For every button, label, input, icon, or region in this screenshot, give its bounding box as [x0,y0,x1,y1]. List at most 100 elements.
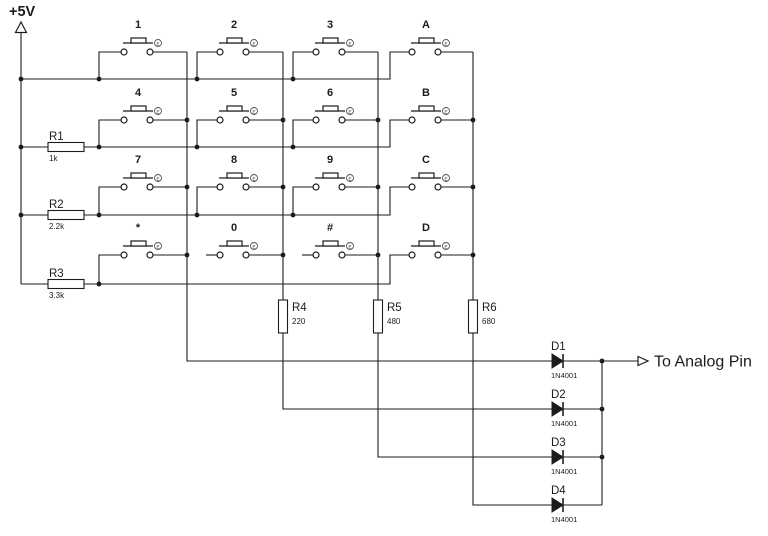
pushbutton-B: EB [390,87,473,124]
junction-dot [280,117,286,123]
button-cap [322,240,339,247]
button-mode-glyph: E [252,41,255,46]
junction-dot [375,184,381,190]
button-cap [418,105,435,112]
resistor-ref: R6 [482,302,497,314]
button-contact-left [312,116,320,124]
button-mode-icon [442,242,450,250]
button-cap [130,105,147,112]
button-mode-icon [346,174,354,182]
power-label: +5V [9,4,36,20]
button-contact-left [120,183,128,191]
junction-dot [290,212,296,218]
button-mode-glyph: E [252,176,255,181]
diode-ref: D1 [551,341,566,353]
button-contact-left [312,48,320,56]
resistor-ref: R2 [49,199,64,211]
resistor-body-R2 [47,209,85,221]
button-left-lead [98,119,121,147]
button-label: 6 [327,87,333,99]
button-cap [130,172,147,179]
button-contact-left [120,48,128,56]
button-label: 9 [327,154,333,166]
button-contact-left [408,116,416,124]
button-contact-right [338,251,346,259]
button-mode-glyph: E [348,109,351,114]
diode-value: 1N4001 [551,371,577,380]
button-label: 3 [327,19,333,31]
button-mode-icon [154,107,162,115]
button-mode-glyph: E [444,109,447,114]
button-mode-glyph: E [156,176,159,181]
button-contact-right [434,183,442,191]
button-left-lead [196,186,217,215]
button-contact-right [338,183,346,191]
junction-dot [194,144,200,150]
junction-dot [184,117,190,123]
pushbutton-0: E0 [206,222,283,259]
button-label: 1 [135,19,141,31]
resistor-value: 680 [482,317,496,326]
button-label: 0 [231,222,237,234]
pushbutton-A: EA [390,19,473,56]
row-net-wire-1 [21,51,409,80]
button-mode-glyph: E [444,176,447,181]
pushbutton-7: E7 [98,154,187,215]
pushbutton-3: E3 [292,19,378,79]
button-cap [418,240,435,247]
column-net-wire-1 [186,52,552,362]
button-mode-icon [154,174,162,182]
junction-dot [18,212,24,218]
diode-value: 1N4001 [551,515,577,524]
button-mode-glyph: E [252,244,255,249]
button-left-lead [98,186,121,215]
button-contact-right [146,48,154,56]
button-label: * [136,222,141,234]
button-mode-icon [346,107,354,115]
button-label: D [422,222,430,234]
pushbutton-4: E4 [98,87,187,147]
button-contact-right [146,116,154,124]
junction-dot [290,76,296,82]
button-left-lead [196,51,217,79]
button-contact-left [408,251,416,259]
button-label: 7 [135,154,141,166]
diode-symbol-D4 [551,497,564,513]
junction-dot [470,184,476,190]
button-mode-icon [442,107,450,115]
button-mode-glyph: E [156,244,159,249]
diode-symbol-D2 [551,401,564,417]
diode-value: 1N4001 [551,419,577,428]
button-left-lead [292,51,313,79]
pushbutton-9: E9 [292,154,378,215]
button-contact-right [242,251,250,259]
button-cap [322,172,339,179]
button-contact-right [434,251,442,259]
button-mode-icon [154,39,162,47]
column-net-wire-2 [282,52,552,410]
button-mode-icon [442,174,450,182]
pushbutton-6: E6 [292,87,378,147]
resistor-body-R6 [467,299,479,334]
resistor-body-R4 [277,299,289,334]
output-label: To Analog Pin [654,354,752,371]
junction-dot [599,406,605,412]
output-arrow-icon [637,355,650,367]
junction-dot [280,252,286,258]
button-mode-icon [250,242,258,250]
column-net-wire-4 [472,52,552,506]
button-mode-glyph: E [252,109,255,114]
button-mode-glyph: E [444,244,447,249]
button-mode-icon [442,39,450,47]
resistor-value: 1k [49,154,58,163]
button-cap [322,105,339,112]
button-left-lead [292,119,313,147]
junction-dot [375,252,381,258]
button-contact-right [434,48,442,56]
button-contact-left [408,48,416,56]
button-label: B [422,87,430,99]
junction-dot [96,212,102,218]
button-contact-right [434,116,442,124]
button-contact-left [216,48,224,56]
